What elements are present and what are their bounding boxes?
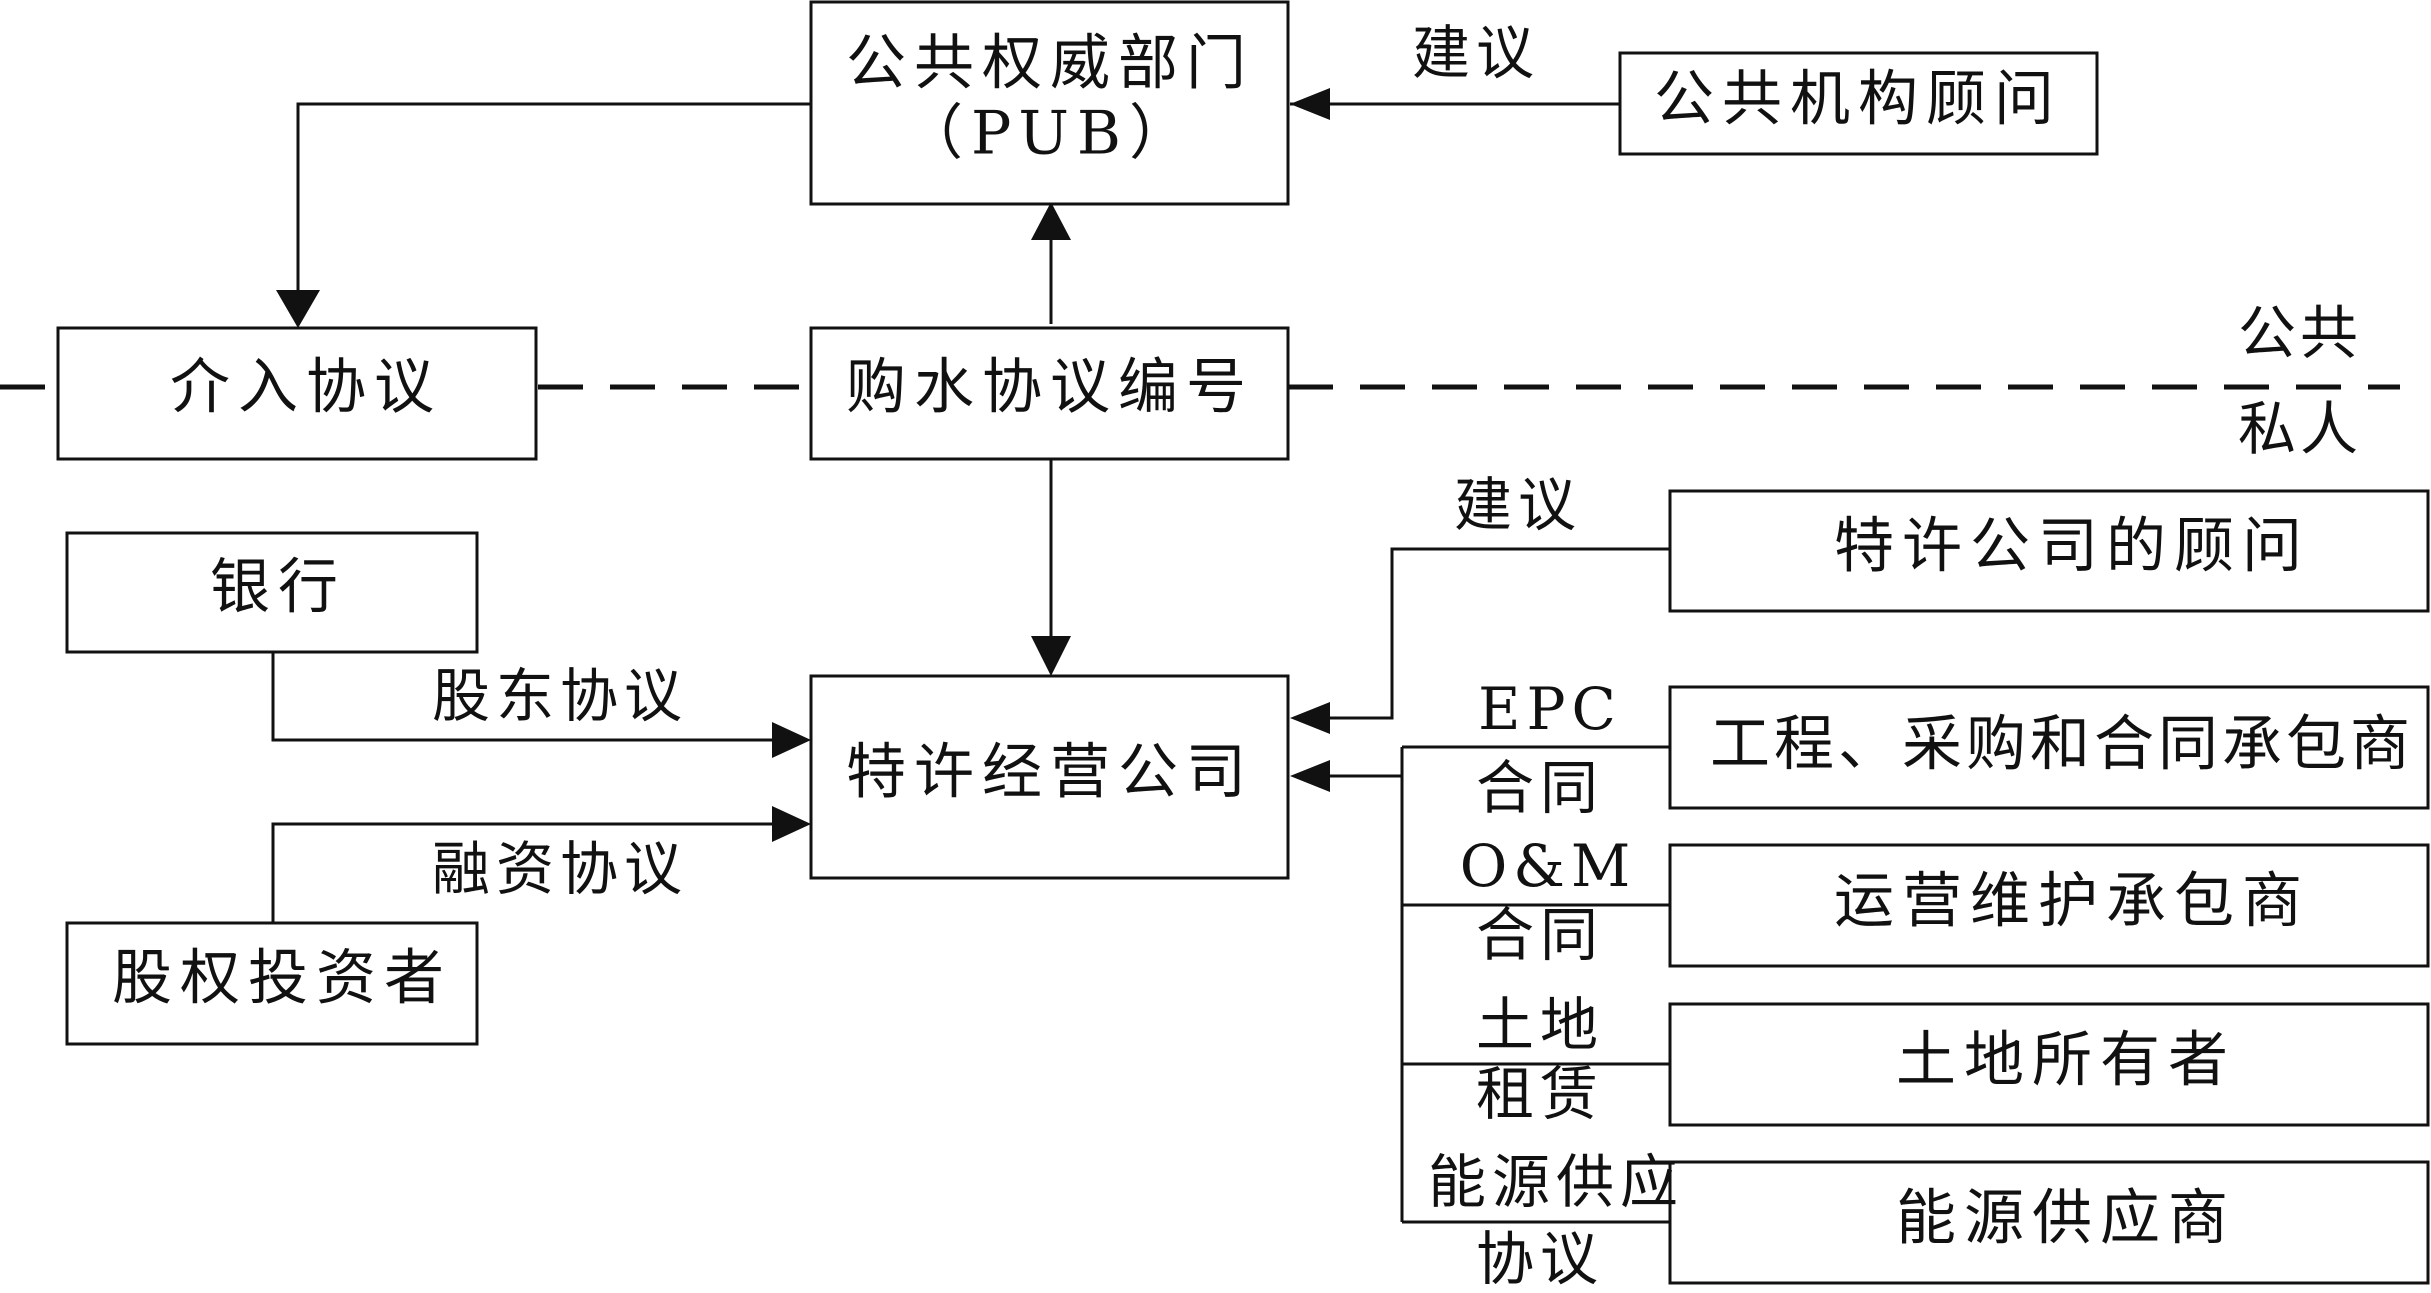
public-sector-label: 公共 <box>2238 299 2362 367</box>
om-contract-label-1: O&M <box>1460 832 1637 900</box>
shareholder-agreement-label: 股东协议 <box>432 662 688 730</box>
pub-box <box>809 0 1290 206</box>
energy-supplier-label: 能源供应商 <box>1896 1184 2236 1254</box>
equity-investor-label: 股权投资者 <box>112 944 452 1014</box>
equity-arrow <box>271 822 772 922</box>
land-owner-label: 土地所有者 <box>1896 1026 2236 1096</box>
pub-advisor-label: 公共机构顾问 <box>1654 65 2062 135</box>
private-sector-label: 私人 <box>2238 395 2362 463</box>
epc-contract-label-2: 合同 <box>1476 754 1604 822</box>
concession-advice-label: 建议 <box>1454 471 1582 539</box>
energy-agreement-label-1: 能源供应 <box>1428 1148 1684 1216</box>
concession-box <box>809 674 1290 880</box>
om-contract-label-2: 合同 <box>1476 901 1604 969</box>
om-contractor-label: 运营维护承包商 <box>1834 867 2310 937</box>
om-contractor-box <box>1668 843 2430 968</box>
water-purchase-box <box>809 326 1290 461</box>
water-purchase-label: 购水协议编号 <box>846 353 1254 423</box>
land-lease-label-1: 土地 <box>1476 991 1604 1059</box>
intervention-label: 介入协议 <box>170 353 442 423</box>
financing-agreement-label: 融资协议 <box>432 835 688 903</box>
pub-title: 公共权威部门 <box>846 29 1254 99</box>
epc-contractor-box <box>1668 685 2430 810</box>
pub-abbreviation: （PUB） <box>903 99 1197 169</box>
pub-intervention-arrow <box>296 102 811 290</box>
intervention-box <box>56 326 538 461</box>
energy-agreement-label-2: 协议 <box>1476 1225 1604 1293</box>
pub-advisor-box <box>1618 51 2099 156</box>
land-lease-label-2: 租赁 <box>1476 1060 1604 1128</box>
pub-advice-label: 建议 <box>1412 19 1540 87</box>
epc-contractor-label: 工程、采购和合同承包商 <box>1710 710 2414 780</box>
bank-box <box>65 531 479 654</box>
concession-advisor-arrow <box>1327 547 1670 720</box>
bank-arrow <box>271 651 772 742</box>
epc-contract-label-1: EPC <box>1478 675 1622 743</box>
land-owner-box <box>1668 1002 2430 1127</box>
concession-label: 特许经营公司 <box>846 738 1254 808</box>
energy-supplier-box <box>1668 1160 2430 1285</box>
concession-advisor-box <box>1668 489 2430 613</box>
concession-advisor-label: 特许公司的顾问 <box>1834 512 2310 582</box>
equity-investor-box <box>65 921 479 1046</box>
bank-label: 银行 <box>210 553 346 623</box>
